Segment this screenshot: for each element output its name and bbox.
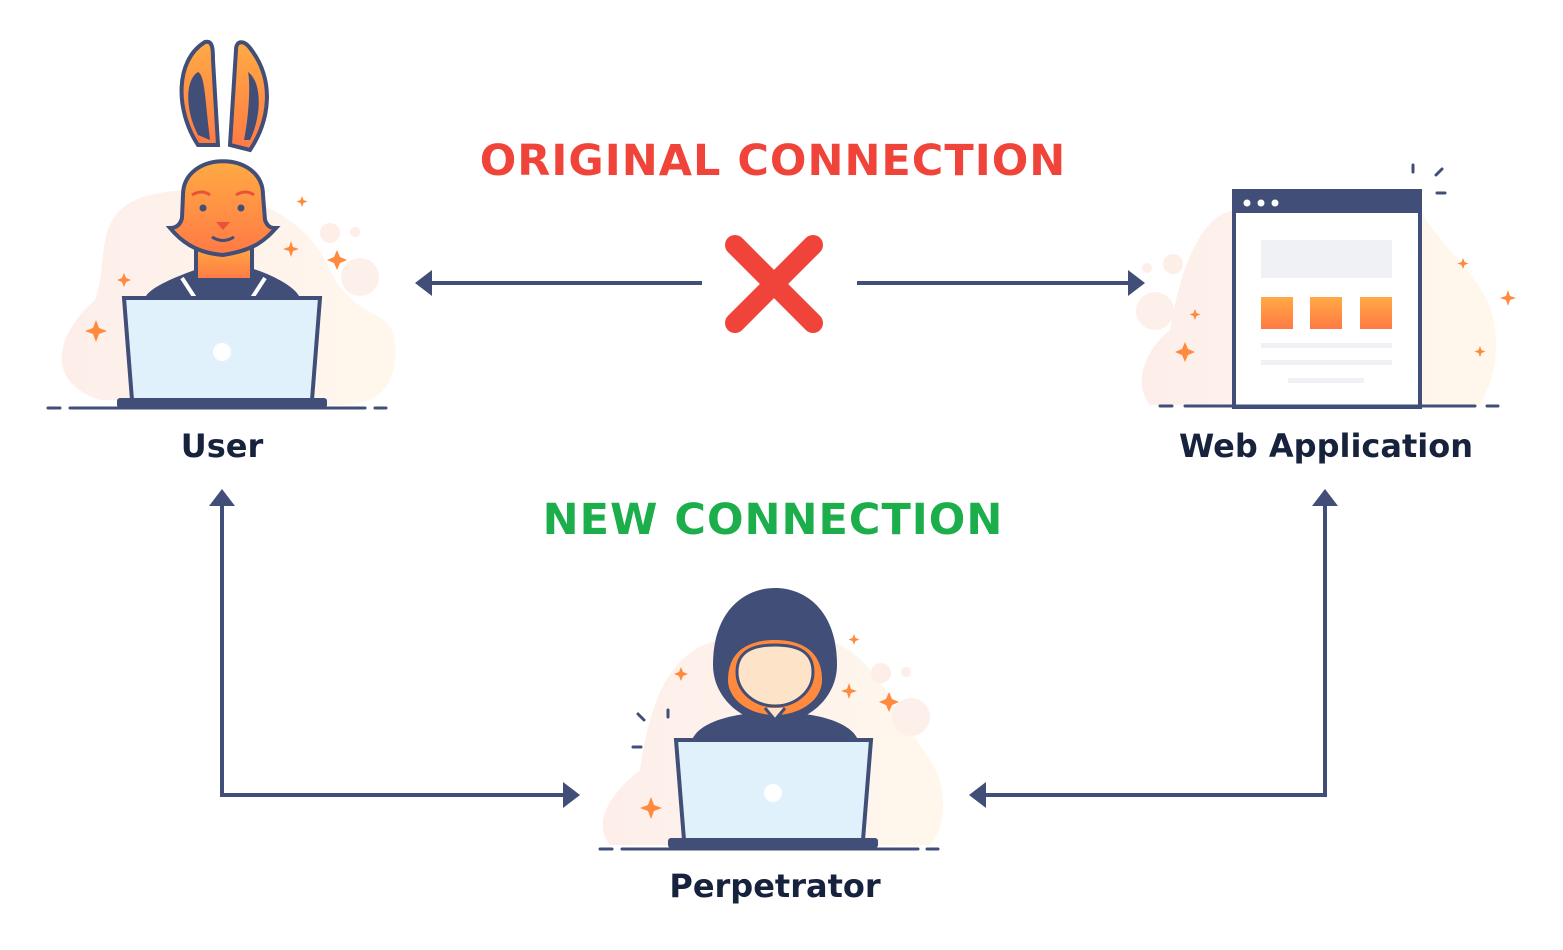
web-application-label: Web Application	[1179, 427, 1473, 465]
original-connection-arrows	[415, 270, 1145, 296]
user-label: User	[181, 427, 264, 465]
new-connection-arrows	[209, 489, 1338, 808]
laptop-icon	[117, 296, 327, 408]
perpetrator-label: Perpetrator	[669, 867, 881, 905]
perpetrator-laptop-icon	[668, 738, 878, 848]
x-mark-icon	[725, 235, 823, 333]
original-connection-heading: ORIGINAL CONNECTION	[480, 136, 1066, 186]
new-connection-heading: NEW CONNECTION	[543, 495, 1004, 545]
browser-window-icon	[1136, 163, 1516, 409]
